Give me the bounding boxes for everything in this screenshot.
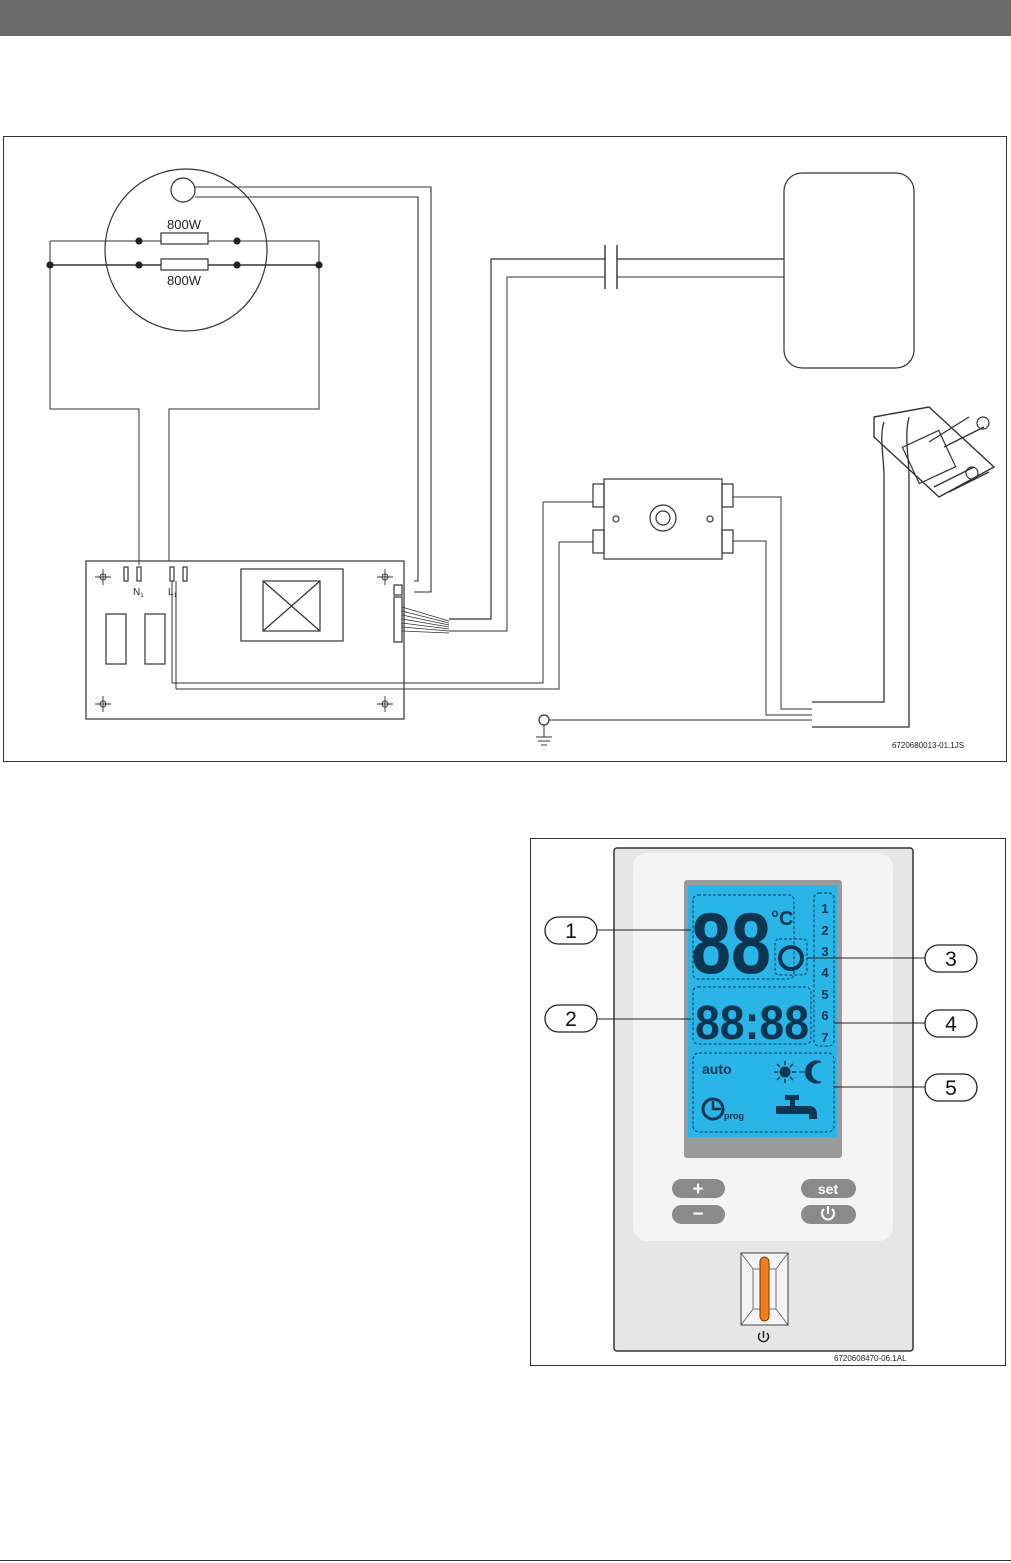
set-button[interactable]: set [801,1179,856,1198]
auto-mode-label: auto [702,1061,732,1077]
time-readout: 88:88 [695,997,809,1050]
svg-text:+: + [692,1179,703,1200]
main-power-switch[interactable] [741,1253,788,1325]
day-2: 2 [821,923,828,938]
terminal-n-label: N1 [133,587,144,599]
temperature-unit: °C [771,908,793,930]
wiring-diagram-svg: 800W 800W N1 L1 6720680013-01.1JS [4,137,1008,763]
control-panel-figure: 88 °C 88:88 1 2 3 4 5 6 7 auto prog + − … [530,838,1006,1366]
day-5: 5 [821,987,828,1002]
resistor-2 [161,259,208,270]
control-panel-svg: 88 °C 88:88 1 2 3 4 5 6 7 auto prog + − … [531,839,1007,1367]
callout-5-number: 5 [945,1077,957,1100]
earth-terminal-icon [539,715,549,725]
page-footer-rule [0,1560,1011,1561]
remote-display-box [784,173,914,368]
heater-1-label: 800W [167,217,202,232]
svg-text:−: − [692,1204,703,1225]
callout-1-number: 1 [565,920,577,943]
page-header-bar [0,0,1011,36]
minus-button[interactable]: − [672,1204,725,1225]
figure-code-2: 6720608470-06.1AL [834,1354,907,1363]
callout-4-number: 4 [945,1013,957,1036]
resistor-1 [161,233,208,244]
standby-button[interactable] [801,1205,856,1224]
temperature-readout: 88 [691,896,771,992]
heater-2-label: 800W [167,273,202,288]
day-3: 3 [821,944,828,959]
power-cable [812,477,909,727]
callout-2-number: 2 [565,1008,577,1031]
mains-plug-icon [874,407,994,497]
power-indicator-led [760,1257,769,1321]
callout-3-number: 3 [945,948,957,971]
control-pcb [86,561,404,719]
flow-switch-body [604,479,722,559]
day-4: 4 [821,965,829,980]
wiring-diagram-figure: 800W 800W N1 L1 6720680013-01.1JS [3,136,1007,762]
heater-element-circle [105,169,267,331]
plus-button[interactable]: + [672,1179,725,1200]
day-6: 6 [821,1008,828,1023]
figure-code-1: 6720680013-01.1JS [892,741,964,750]
svg-text:set: set [818,1181,839,1197]
day-1: 1 [821,901,828,916]
thermostat-sensor-icon [171,178,195,202]
prog-label: prog [724,1111,744,1121]
day-7: 7 [821,1030,828,1045]
